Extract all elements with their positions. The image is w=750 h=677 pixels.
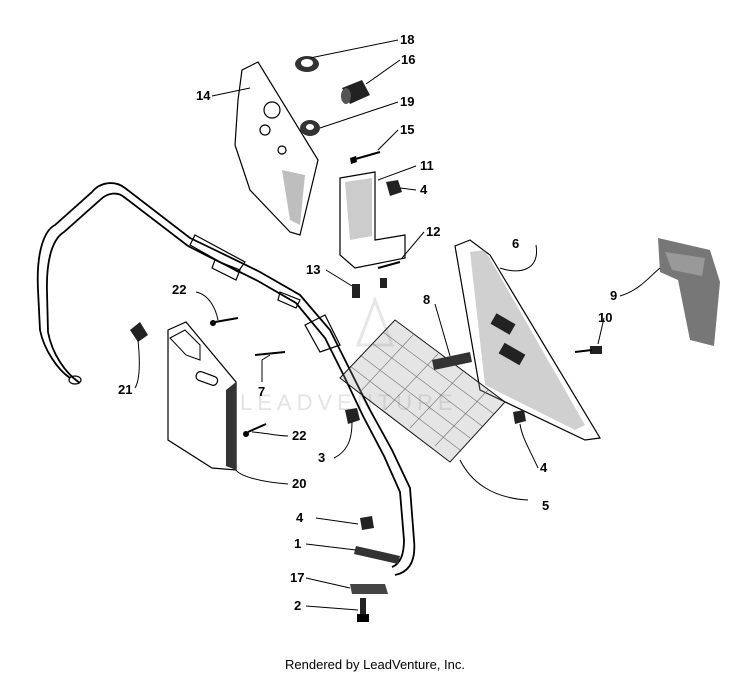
- nut-upper: [386, 180, 402, 196]
- nut-3: [345, 408, 360, 424]
- knob: [341, 80, 370, 104]
- callout-5: 5: [542, 498, 549, 513]
- screw-22-upper: [210, 317, 239, 326]
- callout-8: 8: [423, 292, 430, 307]
- callout-13: 13: [306, 262, 320, 277]
- callout-labels: 18 16 14 19 15 11 4 12 13 6 9 10 8 22 21…: [118, 32, 617, 613]
- footer-credit: Rendered by LeadVenture, Inc.: [285, 657, 465, 672]
- grommet-top: [295, 56, 319, 72]
- grommet-lower: [300, 120, 320, 136]
- callout-9: 9: [610, 288, 617, 303]
- callout-4-upper: 4: [420, 182, 428, 197]
- strap-1: [354, 546, 400, 564]
- clip-21: [130, 322, 148, 342]
- pin-12: [377, 261, 401, 269]
- callout-22-upper: 22: [172, 282, 186, 297]
- callout-21: 21: [118, 382, 132, 397]
- screw-22-lower: [243, 423, 267, 437]
- callout-6: 6: [512, 236, 519, 251]
- callout-19: 19: [400, 94, 414, 109]
- l-bracket: [339, 171, 406, 269]
- bolts-13: [352, 278, 387, 298]
- callout-7: 7: [258, 384, 265, 399]
- callout-2: 2: [294, 598, 301, 613]
- callout-3: 3: [318, 450, 325, 465]
- callout-11: 11: [420, 158, 434, 173]
- nut-lower: [360, 516, 374, 530]
- mesh-screen: [339, 319, 506, 463]
- plate-17: [350, 584, 388, 594]
- leader-lines: [134, 39, 661, 611]
- callout-4-lower: 4: [296, 510, 304, 525]
- screw-15: [350, 151, 381, 164]
- callout-20: 20: [292, 476, 306, 491]
- small-bracket-8: [432, 352, 472, 370]
- callout-15: 15: [400, 122, 414, 137]
- side-panel: [167, 321, 237, 471]
- callout-1: 1: [294, 536, 301, 551]
- callout-4-right: 4: [540, 460, 548, 475]
- nut-right: [513, 410, 526, 424]
- triangle-panel: [454, 239, 601, 441]
- bumper-tube: [36, 182, 416, 576]
- callout-16: 16: [401, 52, 415, 67]
- bolt-10: [574, 346, 602, 354]
- callout-10: 10: [598, 310, 612, 325]
- upper-bracket-plate: [234, 61, 319, 236]
- screw-7: [254, 351, 286, 356]
- callout-18: 18: [400, 32, 414, 47]
- callout-14: 14: [196, 88, 211, 103]
- bolt-2: [357, 598, 369, 622]
- foam-block: [658, 238, 720, 346]
- callout-22-lower: 22: [292, 428, 306, 443]
- callout-17: 17: [290, 570, 304, 585]
- callout-12: 12: [426, 224, 440, 239]
